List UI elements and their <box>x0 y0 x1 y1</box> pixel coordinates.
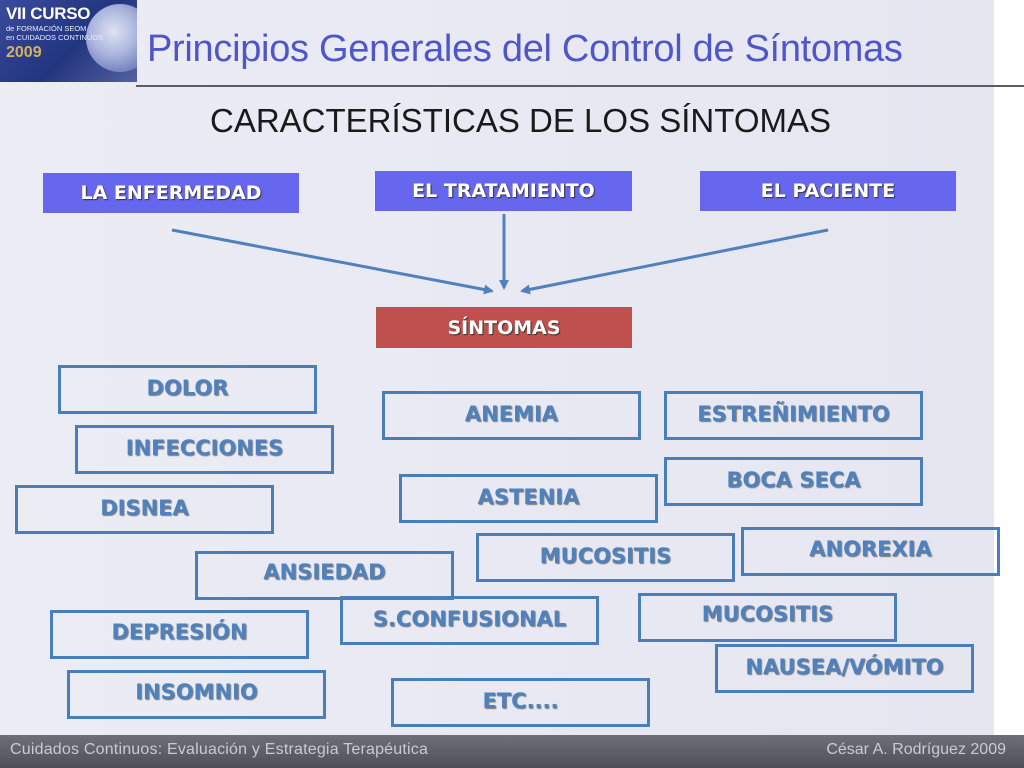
symptom-sindrome-confusional: S.CONFUSIONAL <box>340 596 599 645</box>
symptom-estrenimiento: ESTREÑIMIENTO <box>664 391 923 440</box>
symptom-mucositis-right: MUCOSITIS <box>638 593 897 642</box>
right-margin <box>994 0 1024 735</box>
arrow-paciente <box>520 228 829 295</box>
slide-title: Principios Generales del Control de Sínt… <box>147 28 903 70</box>
arrow-enfermedad <box>171 228 494 295</box>
symptom-label: ETC.... <box>482 689 559 713</box>
logo-line-3: en CUIDADOS CONTINUOS <box>6 33 104 42</box>
symptom-nausea-vomito: NAUSEA/VÓMITO <box>715 644 974 693</box>
symptom-label: INFECCIONES <box>125 436 284 460</box>
slide-subtitle: CARACTERÍSTICAS DE LOS SÍNTOMAS <box>210 102 832 139</box>
title-divider <box>136 85 1024 87</box>
symptom-label: ANSIEDAD <box>263 560 386 584</box>
footer-bar: Cuidados Continuos: Evaluación y Estrate… <box>0 735 1024 768</box>
symptom-label: ASTENIA <box>477 485 580 509</box>
symptom-depresion: DEPRESIÓN <box>50 610 309 659</box>
footer-author: César A. Rodríguez 2009 <box>826 741 1006 758</box>
symptom-label: ESTREÑIMIENTO <box>697 402 890 426</box>
symptom-label: DISNEA <box>100 496 189 520</box>
symptom-label: DOLOR <box>146 376 229 400</box>
symptom-insomnio: INSOMNIO <box>67 670 326 719</box>
course-logo: VII CURSO de FORMACIÓN SEOM en CUIDADOS … <box>0 0 137 82</box>
symptom-anemia: ANEMIA <box>382 391 641 440</box>
symptom-label: DEPRESIÓN <box>111 620 248 644</box>
logo-line-1: VII CURSO <box>6 4 91 23</box>
symptom-ansiedad: ANSIEDAD <box>195 551 454 600</box>
symptom-label: MUCOSITIS <box>539 544 672 568</box>
logo-disc-graphic <box>86 4 137 72</box>
symptom-anorexia: ANOREXIA <box>741 527 1000 576</box>
symptom-disnea: DISNEA <box>15 485 274 534</box>
symptom-dolor: DOLOR <box>58 365 317 414</box>
symptom-label: S.CONFUSIONAL <box>372 607 567 631</box>
symptom-astenia: ASTENIA <box>399 474 658 523</box>
symptom-mucositis-center: MUCOSITIS <box>476 533 735 582</box>
symptom-label: INSOMNIO <box>135 680 258 704</box>
symptom-label: BOCA SECA <box>726 468 861 492</box>
symptom-etc: ETC.... <box>391 678 650 727</box>
symptom-label: MUCOSITIS <box>701 602 834 626</box>
symptom-label: NAUSEA/VÓMITO <box>745 655 944 679</box>
symptom-label: ANEMIA <box>464 402 559 426</box>
symptom-boca-seca: BOCA SECA <box>664 457 923 506</box>
symptom-infecciones: INFECCIONES <box>75 425 334 474</box>
logo-year: 2009 <box>6 44 42 61</box>
logo-line-2: de FORMACIÓN SEOM <box>6 24 87 33</box>
center-box-sintomas: SÍNTOMAS <box>376 307 632 348</box>
source-box-tratamiento: EL TRATAMIENTO <box>375 171 632 211</box>
source-box-paciente: EL PACIENTE <box>700 171 956 211</box>
symptom-label: ANOREXIA <box>809 537 932 561</box>
footer-course-title: Cuidados Continuos: Evaluación y Estrate… <box>10 741 429 758</box>
source-box-enfermedad: LA ENFERMEDAD <box>43 173 299 213</box>
